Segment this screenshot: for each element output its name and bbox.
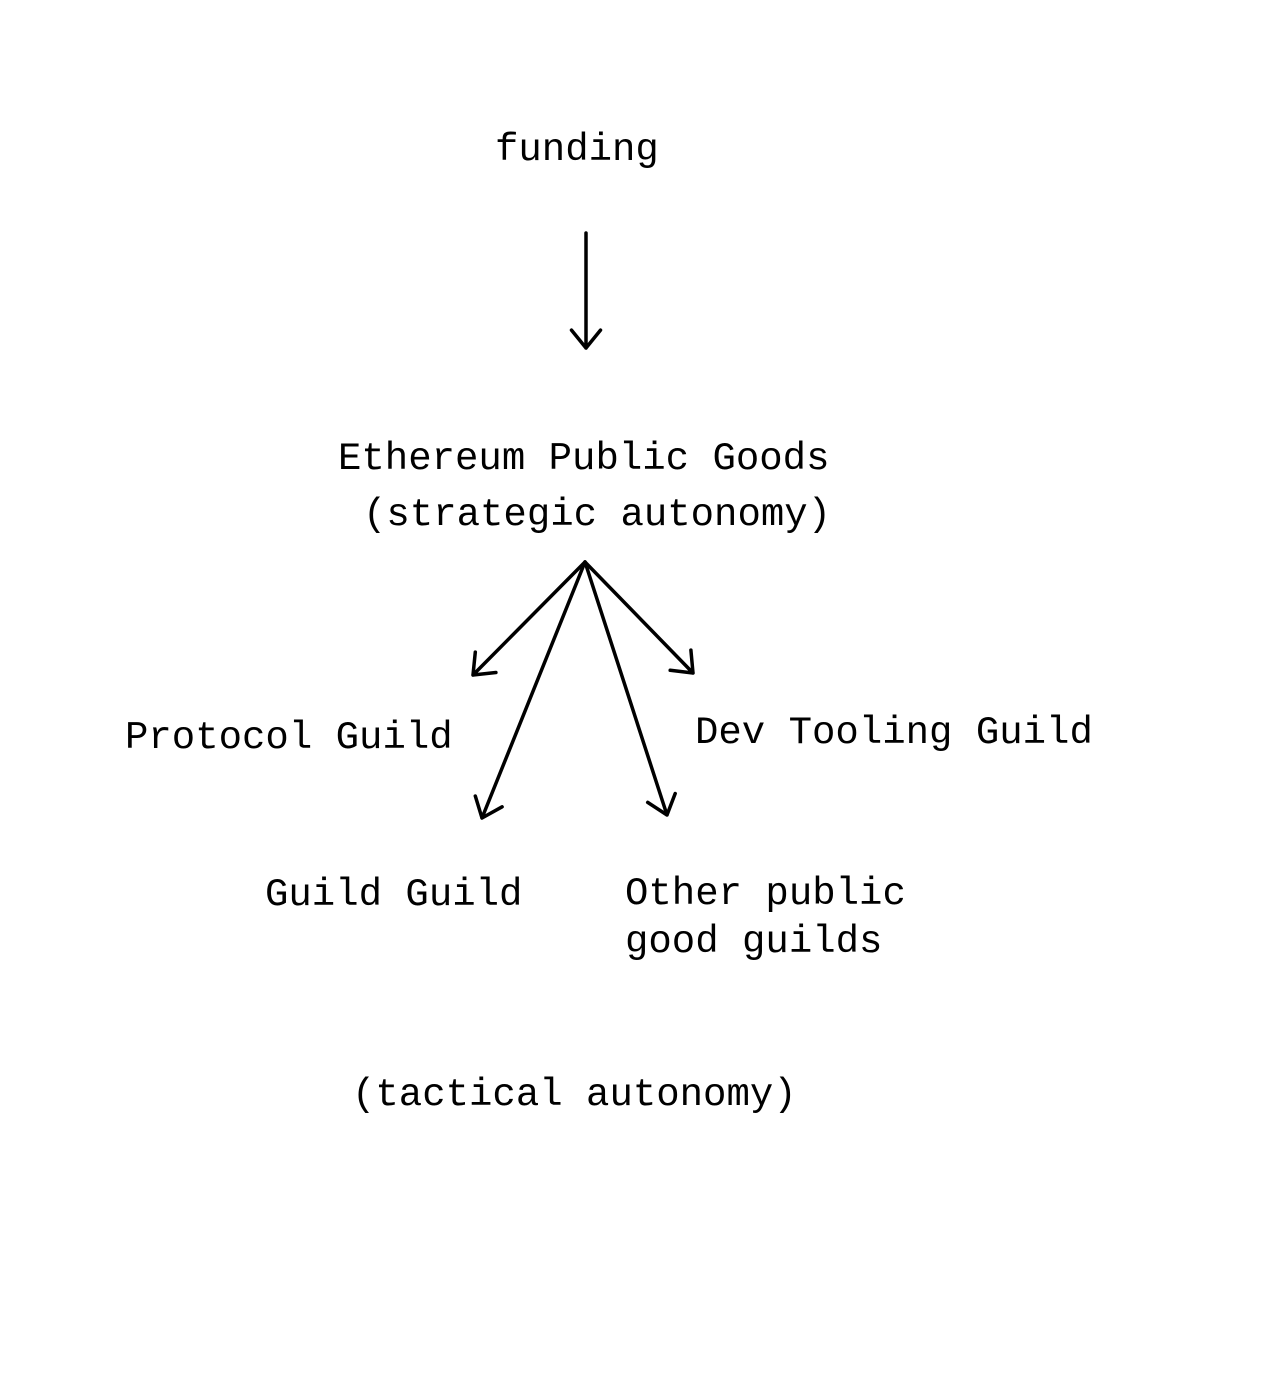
arrow-funding-to-epg <box>569 231 603 350</box>
arrow-epg-to-protocol_guild <box>471 560 587 677</box>
node-other-public-good-guilds: Other public good guilds <box>625 872 906 964</box>
arrow-epg-to-other_guilds <box>583 560 677 817</box>
node-dev-tooling-guild: Dev Tooling Guild <box>695 711 1093 755</box>
arrow-epg-to-dev_tooling_guild <box>583 560 695 675</box>
node-guild-guild: Guild Guild <box>265 873 523 917</box>
node-ethereum-public-goods-sublabel: (strategic autonomy) <box>363 493 832 537</box>
arrow-epg-to-guild_guild <box>473 560 587 820</box>
node-protocol-guild: Protocol Guild <box>125 716 453 760</box>
node-funding: funding <box>495 128 659 172</box>
node-ethereum-public-goods: Ethereum Public Goods <box>338 437 830 481</box>
tactical-autonomy-note: (tactical autonomy) <box>352 1073 797 1117</box>
